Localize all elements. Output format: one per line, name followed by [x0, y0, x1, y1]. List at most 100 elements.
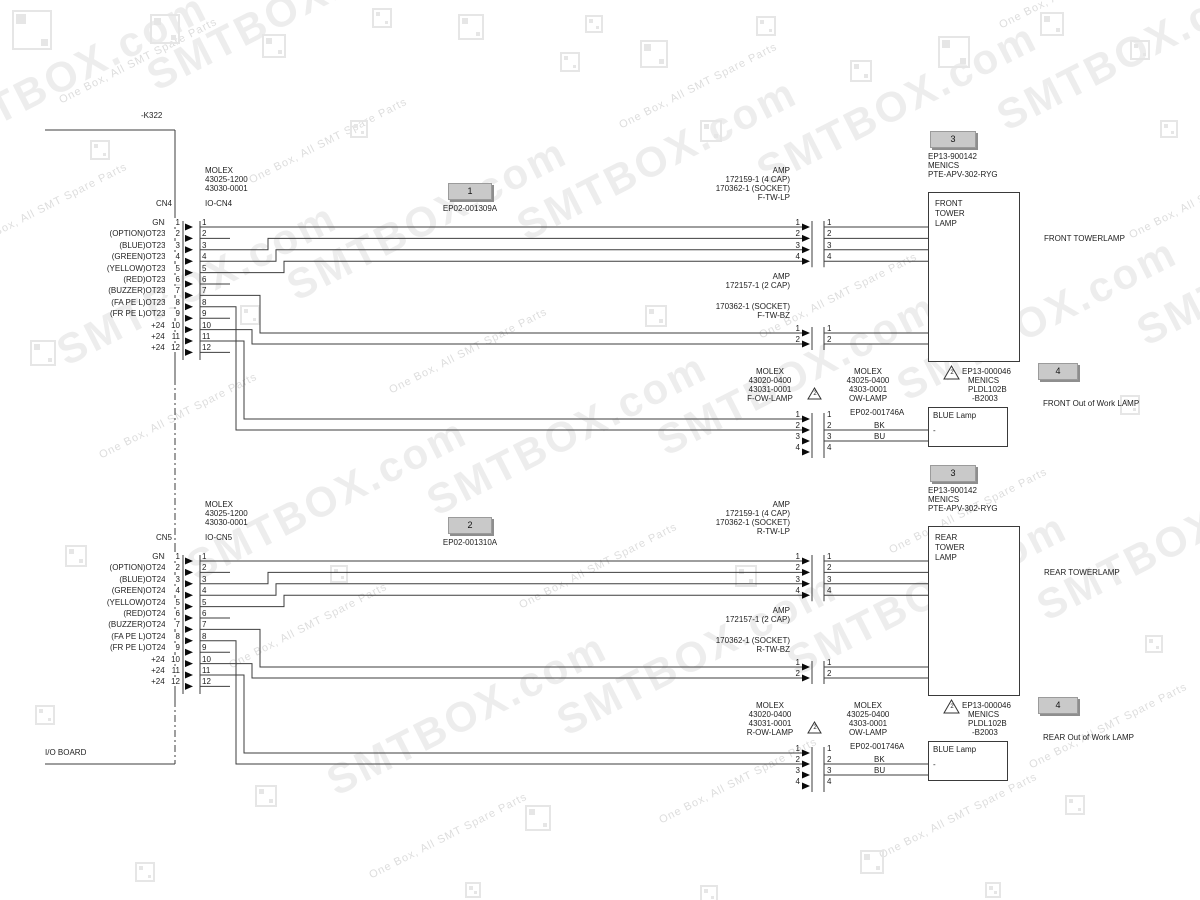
- tower-connector-maker: AMP: [772, 166, 790, 175]
- ow-lamp-box-label: BLUE Lamp: [933, 745, 977, 754]
- pair-pin-number: 3: [795, 574, 800, 584]
- pin-signal-label: (BUZZER)OT245: [108, 620, 170, 630]
- io-connector-terminal-pn: 43030-0001: [205, 518, 248, 527]
- board-ref-designator: -K322: [141, 111, 163, 120]
- watermark-qr-icon: [30, 340, 56, 366]
- pin-number: 5: [165, 597, 181, 607]
- io-connector-housing-pn: 43025-1200: [205, 175, 248, 184]
- io-connector-io-name: IO-CN5: [205, 533, 233, 542]
- connector-contact-icon: [185, 337, 193, 345]
- pair-pin-number: 2: [827, 335, 832, 344]
- tower-connector-cap-pn: 172159-1 (4 CAP): [725, 175, 790, 184]
- watermark-qr-icon: [645, 305, 667, 327]
- connector-contact-icon: [185, 637, 193, 645]
- watermark-qr-icon: [1065, 795, 1085, 815]
- wire: [200, 306, 802, 431]
- lamp-model: PTE-APV-302-RYG: [928, 504, 998, 513]
- watermark-qr-icon: [756, 16, 776, 36]
- watermark-qr-icon: [135, 862, 155, 882]
- ow-maker: MENICS: [968, 376, 1000, 385]
- pin-signal-label: (FR PE L)OT237: [109, 309, 170, 319]
- ow-lamp-connector-terminal-pn: 4303-0001: [848, 719, 888, 728]
- pin-signal-label: (BUZZER)OT235: [108, 286, 170, 296]
- pin-number: 7: [165, 620, 181, 630]
- pin-number: 12: [165, 677, 181, 687]
- io-connector-io-name: IO-CN4: [205, 199, 233, 208]
- watermark-qr-icon: [458, 14, 484, 40]
- connector-contact-icon: [802, 663, 810, 671]
- wire: [200, 571, 802, 585]
- pair-pin-number: 2: [795, 669, 800, 678]
- pin-signal-label: (GREEN)OT232: [111, 252, 170, 262]
- pin-number: 3: [202, 240, 207, 250]
- ow-ref-box: 4: [1038, 697, 1078, 714]
- pair-pin-number: 2: [795, 755, 800, 764]
- pin-number: 4: [165, 252, 181, 262]
- cable-ref-box: 1: [448, 183, 492, 200]
- pin-number: 2: [165, 229, 181, 239]
- io-connector-designator: CN4: [156, 199, 173, 208]
- lamp-ref-box: 3: [930, 131, 976, 148]
- watermark-qr-icon: [938, 36, 970, 68]
- cable-part-number: EP02-001309A: [442, 204, 498, 213]
- pair-pin-number: 2: [827, 755, 832, 764]
- pin-number: 5: [165, 263, 181, 273]
- pair-pin-number: 1: [827, 658, 832, 667]
- ow-board-connector-housing-pn: 43020-0400: [748, 710, 792, 719]
- connector-contact-icon: [185, 568, 193, 576]
- wire: [200, 249, 802, 262]
- pin-number: 1: [202, 218, 207, 227]
- ow-lamp-connector-housing-pn: 43025-0400: [846, 376, 890, 385]
- watermark-qr-icon: [1040, 12, 1064, 36]
- watermark-qr-icon: [1160, 120, 1178, 138]
- ow-part-number: EP13-000046: [962, 701, 1011, 710]
- pin-signal-label: (RED)OT244: [123, 609, 170, 618]
- pair-pin-number: 2: [795, 421, 800, 430]
- pin-signal-label: (GREEN)OT242: [111, 586, 170, 596]
- pair-pin-number: 1: [827, 744, 832, 753]
- ow-model-suffix: -B2003: [972, 728, 998, 737]
- pair-pin-number: 2: [827, 421, 832, 430]
- io-connector-housing-pn: 43025-1200: [205, 509, 248, 518]
- note-number: 2: [813, 391, 817, 397]
- pin-signal-label: (YELLOW)OT243: [106, 597, 170, 607]
- ow-cable-part-number: EP02-001746A: [850, 742, 905, 751]
- note-number: 2: [950, 370, 954, 376]
- pair-pin-number: 3: [795, 240, 800, 250]
- pin-number: 2: [202, 563, 207, 573]
- pin-number: 9: [165, 643, 181, 653]
- connector-contact-icon: [185, 591, 193, 599]
- buzzer-connector-maker: AMP: [772, 272, 790, 281]
- watermark-qr-icon: [525, 805, 551, 831]
- pin-signal-label: (BLUE)OT241: [119, 574, 170, 584]
- ow-lamp-box-sub: -: [933, 760, 936, 769]
- pin-signal-label: +24V: [151, 320, 170, 330]
- pin-number: 7: [202, 620, 207, 630]
- pin-number: 8: [165, 297, 181, 307]
- connector-contact-icon: [802, 674, 810, 682]
- pin-number: 3: [165, 574, 181, 584]
- pin-signal-label: +24V: [151, 666, 170, 675]
- lamp-part-number: EP13-900142: [928, 152, 977, 161]
- connector-contact-icon: [802, 782, 810, 790]
- tower-connector-maker: AMP: [772, 500, 790, 509]
- tower-lamp-box-label: FRONT: [935, 199, 963, 208]
- pin-signal-label: (OPTION)OT230: [109, 229, 170, 239]
- cable-ref-box: 2: [448, 517, 492, 534]
- pin-number: 6: [165, 275, 181, 284]
- pair-pin-number: 4: [795, 777, 800, 786]
- pin-number: 9: [165, 309, 181, 319]
- pin-number: 1: [165, 552, 181, 561]
- pin-signal-label: (RED)OT234: [123, 275, 170, 284]
- ow-board-connector-terminal-pn: 43031-0001: [748, 719, 792, 728]
- pair-pin-number: 1: [795, 410, 800, 419]
- pin-number: 7: [165, 286, 181, 296]
- tower-lamp-box-label: LAMP: [935, 219, 957, 228]
- pair-pin-number: 2: [795, 563, 800, 573]
- watermark-qr-icon: [255, 785, 277, 807]
- pin-number: 1: [202, 552, 207, 561]
- pair-pin-number: 2: [827, 669, 832, 678]
- connector-contact-icon: [185, 269, 193, 277]
- pin-number: 3: [202, 574, 207, 584]
